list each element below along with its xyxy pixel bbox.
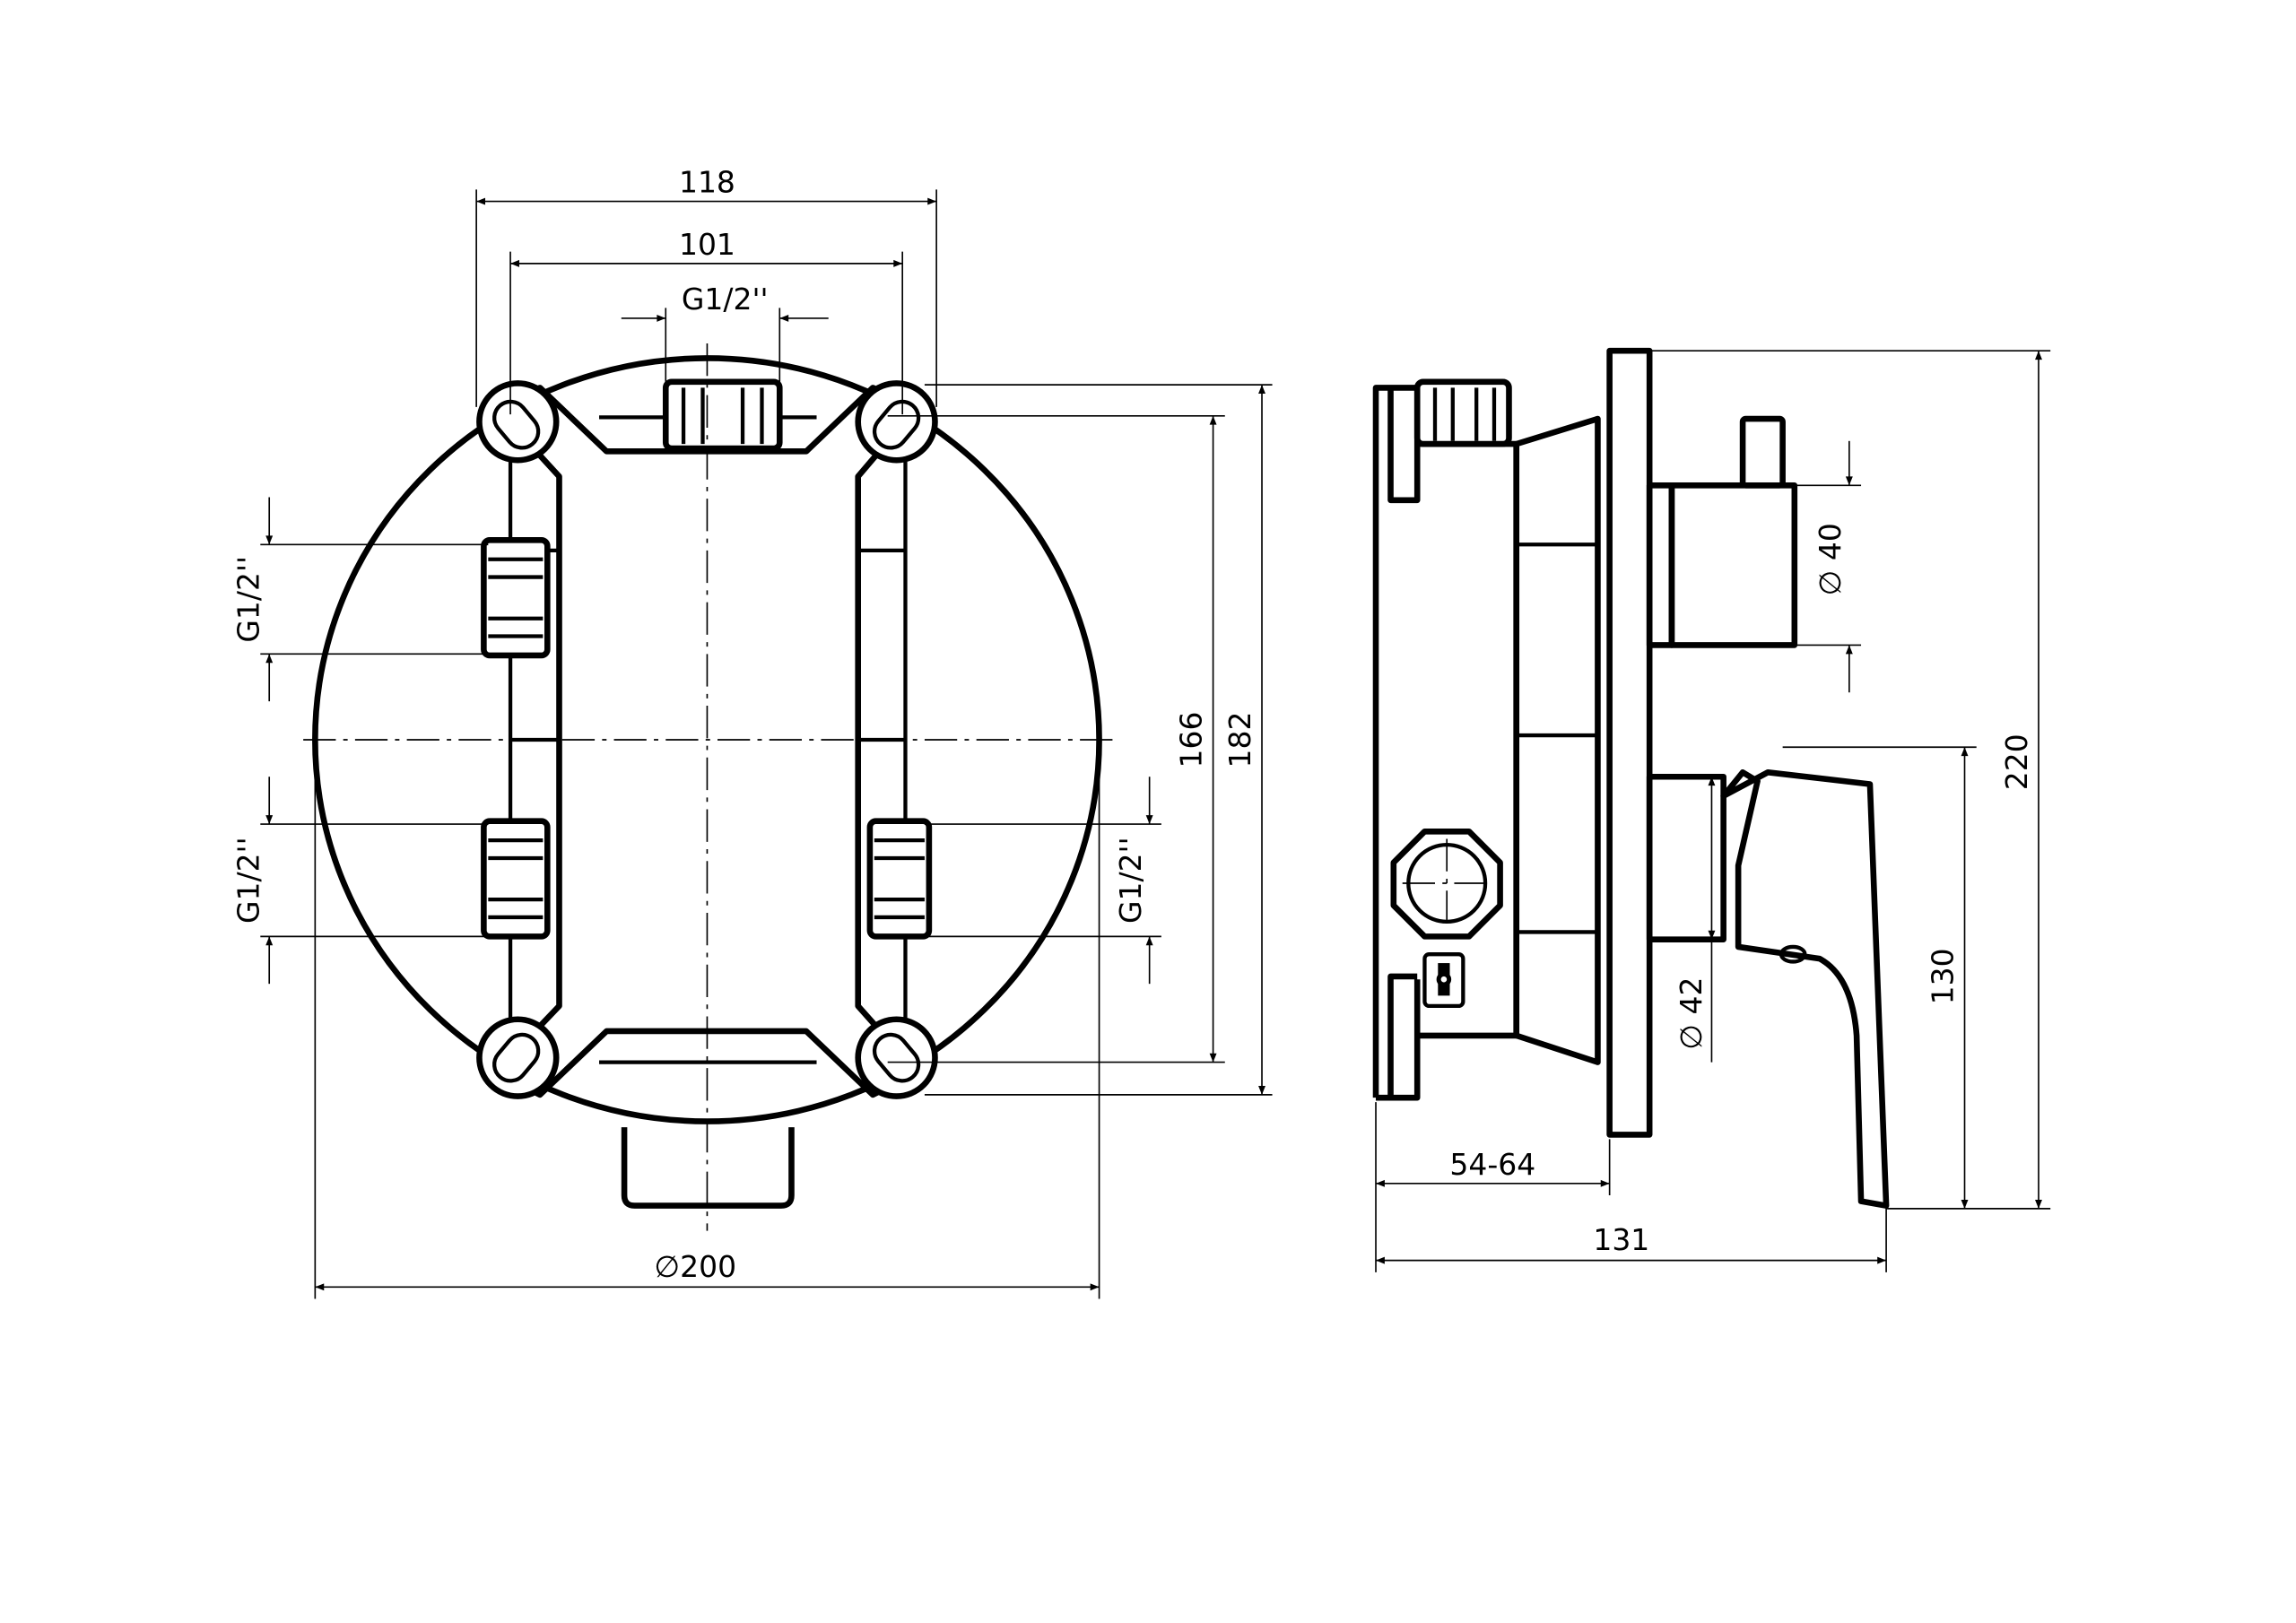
dim-130: 130 [1925,948,1960,1004]
dim-166: 166 [1173,712,1208,768]
dim-thread-left-upper: G1/2'' [231,556,266,643]
inlet-nut-left-lower [481,818,551,940]
dim-101: 101 [679,227,735,262]
mixer-lever [1646,768,1890,1209]
side-outlet-nut [1390,828,1503,940]
inlet-nut-top [662,378,783,452]
outlet-nut-right [866,818,933,940]
brand-logo [1422,952,1465,1009]
bottom-outlet [621,1127,795,1209]
dim-diameter-40: ∅ 40 [1813,523,1848,595]
dim-54-64: 54-64 [1449,1147,1535,1182]
front-view: 118 101 G1/2'' G1/2'' G1/2'' G1/2'' 166 … [231,165,1273,1299]
diverter-knob [1646,415,1798,648]
top-nut [1413,378,1512,447]
dim-131: 131 [1593,1222,1649,1257]
dim-thread-left-lower: G1/2'' [231,837,266,924]
side-view: 220 130 ∅ 40 ∅ 42 54-64 131 [1372,347,2051,1272]
mounting-ears [476,380,938,1099]
dim-182: 182 [1222,712,1257,768]
inlet-nut-left-upper [481,537,551,659]
dim-118: 118 [679,165,735,200]
wall-plate [1606,347,1653,1138]
dim-220: 220 [1999,733,2034,790]
valve-body [1513,415,1601,1065]
dim-diameter-42: ∅ 42 [1674,977,1709,1050]
dim-thread-top: G1/2'' [682,282,769,317]
dim-thread-right: G1/2'' [1113,837,1148,924]
dim-diameter-200: ∅200 [654,1249,736,1284]
